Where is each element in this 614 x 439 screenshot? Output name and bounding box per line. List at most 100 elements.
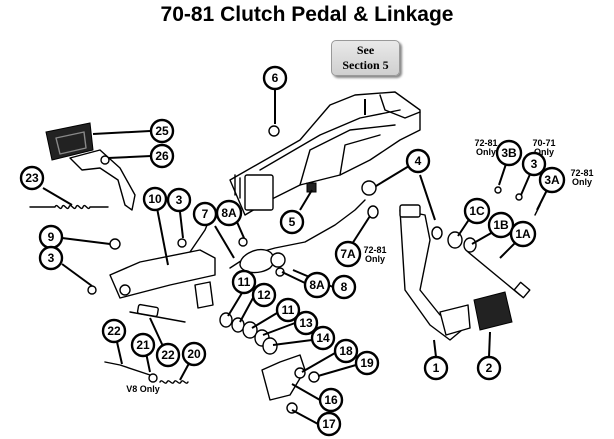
callout-16: 16 (318, 387, 344, 413)
callout-11-a: 11 (231, 269, 257, 295)
svg-text:1B: 1B (493, 218, 509, 232)
callout-4: 4 (405, 148, 431, 174)
callout-7A: 7A (334, 240, 362, 268)
svg-text:3: 3 (48, 251, 55, 265)
callout-8A-a: 8A (215, 199, 243, 227)
callout-6: 6 (262, 65, 288, 91)
svg-text:13: 13 (299, 316, 313, 330)
callout-1A: 1A (509, 220, 537, 248)
svg-text:12: 12 (257, 288, 271, 302)
note-72-81-7a: 72-81 Only (359, 246, 391, 264)
svg-text:25: 25 (155, 124, 169, 138)
callout-17: 17 (316, 411, 342, 437)
callout-13: 13 (293, 310, 319, 336)
svg-text:11: 11 (238, 275, 251, 289)
spring-23 (29, 204, 109, 210)
svg-text:3: 3 (176, 193, 183, 207)
note-text: 72-81 (474, 138, 498, 148)
note-72-81-3b: 72-81 Only (470, 139, 502, 157)
svg-text:19: 19 (360, 356, 374, 370)
callout-7: 7 (192, 201, 218, 227)
callout-22-b: 22 (155, 342, 181, 368)
note-text: 70-71 (532, 138, 556, 148)
svg-text:3A: 3A (544, 173, 560, 187)
callout-22-a: 22 (101, 318, 127, 344)
callout-8: 8 (331, 274, 357, 300)
svg-text:1: 1 (433, 361, 440, 375)
cross-shaft-10 (109, 217, 216, 309)
svg-text:22: 22 (161, 348, 175, 362)
svg-text:1A: 1A (515, 227, 531, 241)
svg-text:21: 21 (136, 338, 150, 352)
callout-12: 12 (251, 282, 277, 308)
callout-9: 9 (38, 224, 64, 250)
svg-text:3: 3 (531, 157, 538, 171)
svg-text:23: 23 (25, 171, 39, 185)
see-section-box: See Section 5 (331, 40, 400, 76)
callout-1C: 1C (463, 197, 491, 225)
svg-text:14: 14 (316, 331, 330, 345)
svg-text:3B: 3B (501, 146, 517, 160)
callout-3-c: 3 (521, 151, 547, 177)
pedal-arm-26 (69, 149, 136, 211)
callout-3-a: 3 (166, 187, 192, 213)
callout-1B: 1B (487, 211, 515, 239)
note-72-81-3a: 72-81 Only (566, 169, 598, 187)
note-text: 72-81 (363, 245, 387, 255)
callout-5: 5 (279, 209, 305, 235)
svg-text:8A: 8A (221, 206, 237, 220)
callout-23: 23 (19, 165, 45, 191)
svg-text:4: 4 (415, 154, 422, 168)
callout-10: 10 (142, 186, 168, 212)
note-text: 72-81 (570, 168, 594, 178)
callout-14: 14 (310, 325, 336, 351)
svg-text:11: 11 (282, 303, 295, 317)
callout-25: 25 (149, 118, 175, 144)
svg-text:26: 26 (155, 149, 169, 163)
see-box-line2: Section 5 (342, 58, 389, 72)
pedal-pad-2 (473, 291, 513, 331)
svg-text:2: 2 (486, 361, 493, 375)
callout-2: 2 (476, 355, 502, 381)
note-text: Only (571, 177, 592, 187)
washers-11-14 (219, 312, 278, 355)
note-v8-only: V8 Only (126, 384, 160, 394)
release-rod-7 (229, 199, 366, 274)
svg-text:7: 7 (202, 207, 209, 221)
svg-text:9: 9 (48, 230, 55, 244)
svg-text:6: 6 (272, 71, 279, 85)
diagram-title: 70-81 Clutch Pedal & Linkage (160, 3, 454, 26)
callout-8A-b: 8A (303, 271, 331, 299)
note-text: Only (364, 254, 385, 264)
clutch-pedal-1 (399, 204, 471, 341)
svg-text:10: 10 (148, 192, 162, 206)
callout-20: 20 (181, 341, 207, 367)
svg-text:1C: 1C (469, 204, 485, 218)
note-text: Only (475, 147, 496, 157)
callout-18: 18 (333, 338, 359, 364)
svg-text:18: 18 (339, 344, 353, 358)
svg-text:7A: 7A (340, 247, 356, 261)
bracket-16 (261, 354, 320, 414)
callout-3B: 3B (495, 139, 523, 167)
callout-19: 19 (354, 350, 380, 376)
see-box-line1: See (356, 43, 375, 57)
note-text: Only (533, 147, 554, 157)
svg-text:17: 17 (322, 417, 336, 431)
rod-21-22 (104, 303, 189, 384)
svg-text:5: 5 (289, 215, 296, 229)
callout-1: 1 (423, 355, 449, 381)
svg-text:16: 16 (324, 393, 338, 407)
svg-text:8A: 8A (309, 278, 325, 292)
svg-text:20: 20 (187, 347, 201, 361)
svg-text:22: 22 (107, 324, 121, 338)
callout-3-b: 3 (38, 245, 64, 271)
callout-21: 21 (130, 332, 156, 358)
pedal-bracket-assembly (229, 91, 421, 216)
boot-pad-25 (45, 122, 94, 161)
callout-26: 26 (149, 143, 175, 169)
svg-text:8: 8 (341, 280, 348, 294)
callout-3A: 3A (538, 166, 566, 194)
callout-11-b: 11 (275, 297, 301, 323)
